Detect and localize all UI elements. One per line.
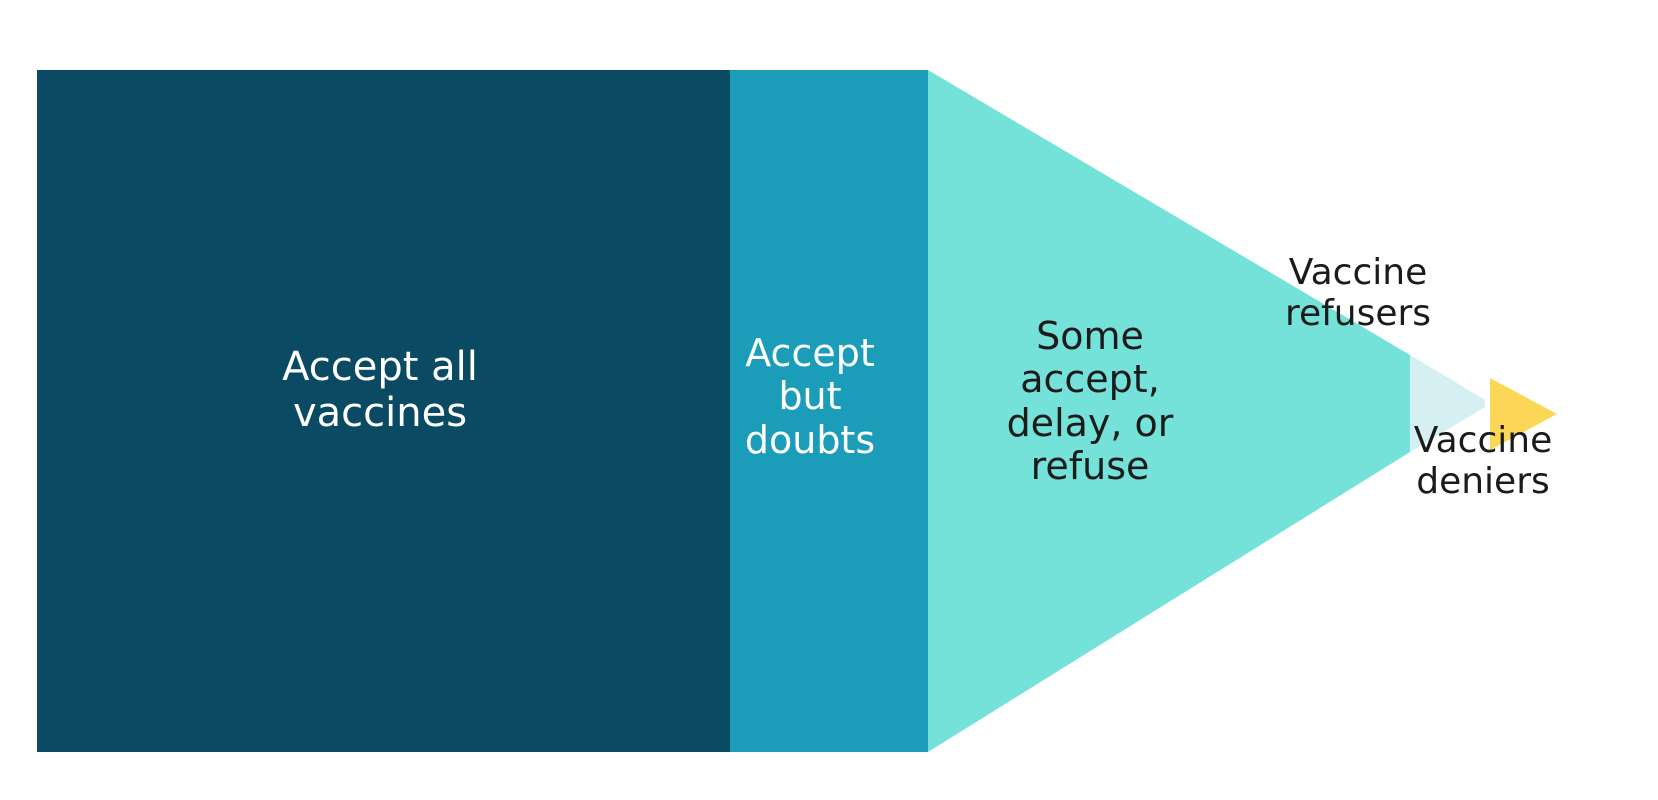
- funnel-segment-some-accept-delay-refuse[interactable]: [928, 70, 1410, 752]
- funnel-segment-accept-but-doubts[interactable]: [730, 70, 928, 752]
- funnel-segment-vaccine-refusers[interactable]: [1410, 355, 1485, 452]
- funnel-segment-accept-all[interactable]: [37, 70, 730, 752]
- funnel-segment-vaccine-deniers[interactable]: [1490, 378, 1557, 450]
